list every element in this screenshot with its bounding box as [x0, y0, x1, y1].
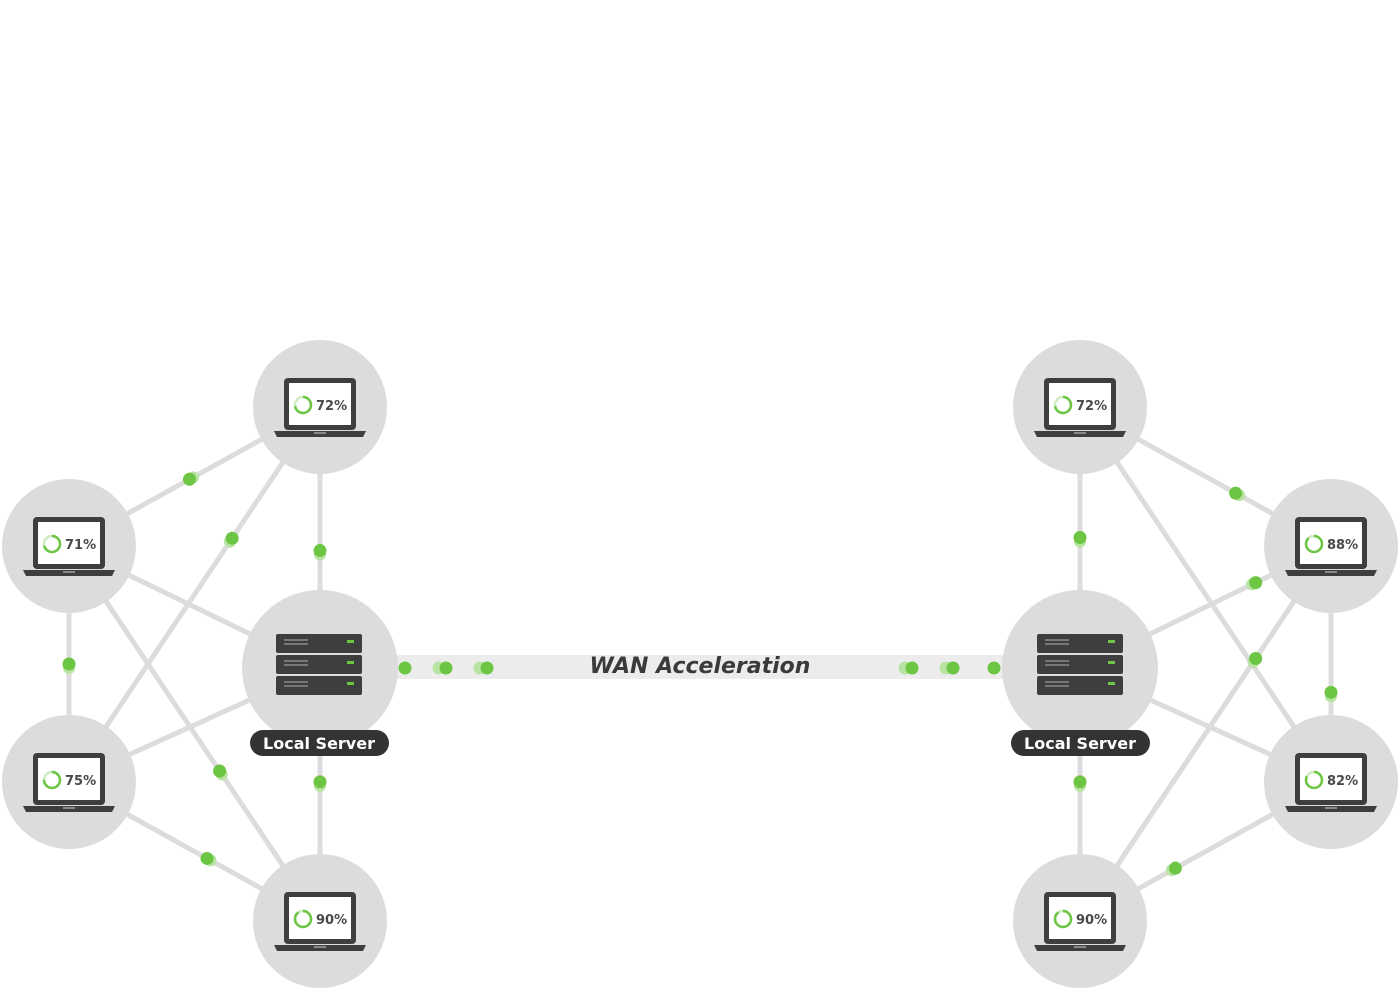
left-link-upper-bottom [66, 544, 323, 923]
right-packet-9 [1249, 652, 1263, 665]
left-packet-4 [62, 657, 76, 671]
left-local-server[interactable]: Local Server [242, 590, 398, 756]
left-packet-7 [200, 851, 214, 865]
right-packet-3 [1249, 576, 1263, 590]
right-client-top-percent: 72% [1076, 399, 1107, 414]
right-network: Local Server [1002, 590, 1158, 756]
laptop-icon [1034, 378, 1126, 437]
right-server-label-pill [1011, 730, 1150, 756]
wan-packet-3 [905, 661, 919, 675]
left-client-top[interactable]: 72% [253, 340, 387, 474]
left-client-bottom[interactable]: 90% [253, 854, 387, 988]
laptop-icon [1034, 892, 1126, 951]
left-client-lower[interactable]: 75% [2, 715, 136, 849]
right-client-lower-percent: 82% [1327, 774, 1358, 789]
laptop-icon [1285, 753, 1377, 812]
laptop-icon [1285, 517, 1377, 576]
left-server-label-pill [250, 730, 389, 756]
right-local-server[interactable]: Local Server [1002, 590, 1158, 756]
wan-packet-4 [946, 661, 960, 675]
right-client-bottom[interactable]: 90% [1013, 854, 1147, 988]
progress-ring-fill [1304, 534, 1324, 554]
right-packet-8 [1073, 775, 1087, 789]
wan-packet-5 [987, 661, 1001, 675]
progress-ring-fill [42, 534, 62, 554]
left-server-label: Local Server [263, 734, 375, 753]
wan-packet-2 [480, 661, 494, 675]
left-packet-5 [213, 764, 227, 778]
left-client-upper-percent: 71% [65, 538, 96, 553]
left-client-top-percent: 72% [316, 399, 347, 414]
wan-packets [398, 661, 1001, 675]
right-packet-4 [1324, 685, 1338, 699]
client-nodes: 72% 71% 75% 90% 72% 88% 82% 90% [2, 340, 1398, 988]
progress-ring-fill [1053, 909, 1073, 929]
progress-ring-fill [293, 909, 313, 929]
laptop-icon [274, 378, 366, 437]
progress-ring-fill [1053, 395, 1073, 415]
right-client-upper-percent: 88% [1327, 538, 1358, 553]
wan-link-band [395, 655, 1005, 679]
wan-packet-0 [398, 661, 412, 675]
right-client-upper[interactable]: 88% [1264, 479, 1398, 613]
right-client-bottom-percent: 90% [1076, 913, 1107, 928]
laptop-icon [23, 753, 115, 812]
right-server-rack-icon [1037, 634, 1123, 695]
left-link-top-lower [66, 405, 323, 784]
laptop-icon [23, 517, 115, 576]
right-packet-7 [1168, 861, 1182, 875]
left-client-lower-percent: 75% [65, 774, 96, 789]
right-packet-1 [1073, 531, 1087, 544]
left-packet-2 [225, 531, 239, 545]
wan-acceleration-label: WAN Acceleration [590, 654, 811, 679]
left-client-bottom-percent: 90% [316, 913, 347, 928]
left-packet-8 [313, 775, 327, 789]
progress-ring-fill [42, 770, 62, 790]
laptop-icon [274, 892, 366, 951]
progress-ring-fill [1304, 770, 1324, 790]
left-server-rack-icon [276, 634, 362, 695]
left-network: Local Server [242, 590, 398, 756]
wan-packet-1 [439, 661, 453, 675]
left-packet-0 [182, 472, 196, 486]
right-link-upper-bottom [1077, 544, 1334, 923]
right-packet-0 [1229, 486, 1243, 500]
left-client-upper[interactable]: 71% [2, 479, 136, 613]
left-packet-1 [313, 544, 327, 558]
right-link-top-lower [1077, 405, 1334, 784]
right-client-top[interactable]: 72% [1013, 340, 1147, 474]
right-server-label: Local Server [1024, 734, 1136, 753]
progress-ring-fill [293, 395, 313, 415]
right-client-lower[interactable]: 82% [1264, 715, 1398, 849]
